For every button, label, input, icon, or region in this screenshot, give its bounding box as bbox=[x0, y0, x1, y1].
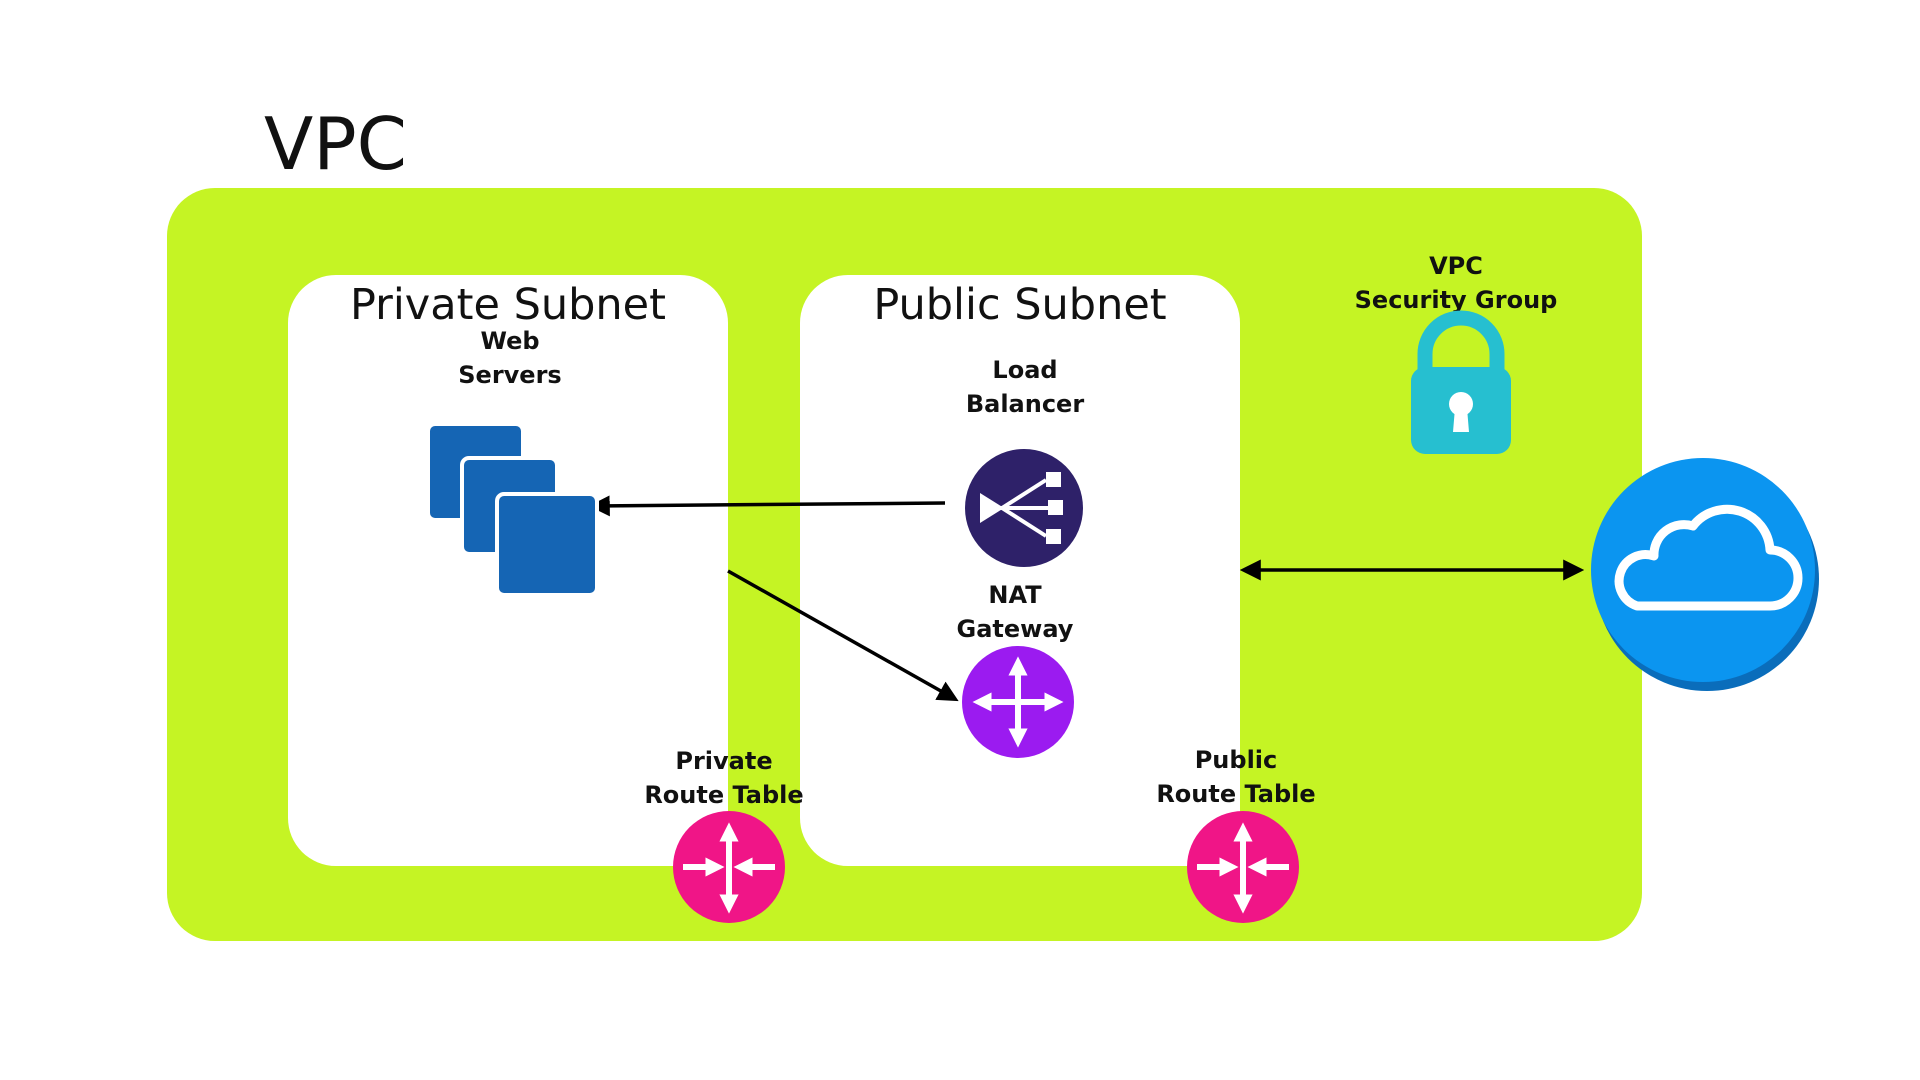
private-subnet: Private Subnet bbox=[288, 275, 728, 866]
public-subnet: Public Subnet bbox=[800, 275, 1240, 866]
private-route-table-label: Private Route Table bbox=[644, 747, 804, 809]
load-balancer-icon bbox=[965, 449, 1083, 567]
load-balancer-label: Load Balancer bbox=[965, 356, 1085, 418]
vpc-title: VPC bbox=[264, 102, 407, 186]
web-servers-label: Web Servers bbox=[458, 327, 562, 389]
nat-gateway-icon bbox=[962, 646, 1074, 758]
lock-icon bbox=[1411, 310, 1511, 454]
private-route-table-icon bbox=[673, 811, 785, 923]
public-route-table-label: Public Route Table bbox=[1156, 746, 1316, 808]
security-group-label: VPC Security Group bbox=[1354, 252, 1558, 314]
server-stack-icon bbox=[426, 422, 599, 597]
private-subnet-title: Private Subnet bbox=[350, 280, 666, 330]
private-to-nat-arrow bbox=[727, 569, 959, 702]
public-route-table-icon bbox=[1187, 811, 1299, 923]
cloud-icon bbox=[1591, 458, 1819, 691]
nat-gateway-label: NAT Gateway bbox=[956, 581, 1074, 643]
lb-to-web-servers-arrow bbox=[588, 495, 946, 517]
public-subnet-title: Public Subnet bbox=[873, 280, 1167, 330]
